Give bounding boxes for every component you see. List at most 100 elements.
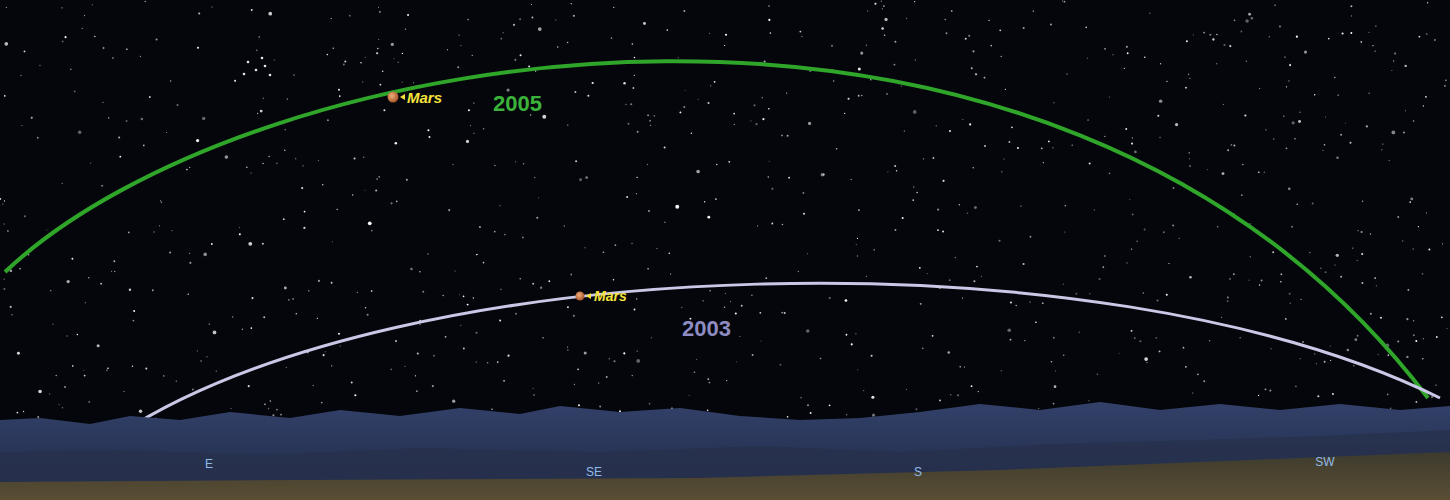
star — [1376, 285, 1377, 286]
star — [650, 125, 651, 126]
star — [1189, 158, 1190, 159]
star — [1280, 281, 1281, 282]
star — [260, 110, 263, 113]
star — [968, 35, 970, 37]
star — [1029, 301, 1030, 302]
star — [575, 160, 577, 162]
star — [916, 408, 918, 410]
star — [1272, 251, 1274, 253]
star — [681, 307, 682, 308]
star — [1064, 1, 1066, 3]
star — [886, 93, 887, 94]
star — [734, 124, 735, 125]
star — [1245, 19, 1249, 23]
star — [1426, 212, 1427, 213]
star — [1389, 160, 1390, 161]
star — [4, 278, 5, 279]
star — [422, 291, 424, 293]
star — [296, 313, 297, 314]
star — [248, 385, 250, 387]
star — [163, 375, 164, 376]
star — [152, 289, 154, 291]
star — [123, 391, 124, 392]
star — [1118, 353, 1119, 354]
star — [1381, 149, 1382, 150]
star — [475, 332, 477, 334]
star — [656, 248, 657, 249]
star — [829, 297, 831, 299]
star — [37, 416, 39, 418]
star — [433, 355, 435, 357]
star — [1030, 236, 1032, 238]
star — [251, 9, 253, 11]
star — [1207, 169, 1208, 170]
star — [1352, 248, 1353, 249]
star — [1166, 294, 1168, 296]
star — [1102, 266, 1104, 268]
star — [1324, 144, 1326, 146]
star — [603, 251, 605, 253]
star — [857, 255, 858, 256]
star — [247, 61, 250, 64]
star — [781, 312, 783, 314]
star — [1063, 355, 1064, 356]
star — [894, 64, 896, 66]
star — [615, 244, 617, 246]
star — [922, 348, 924, 350]
mars-dot — [576, 292, 585, 301]
star — [499, 320, 501, 322]
star — [1285, 318, 1287, 320]
star — [503, 32, 504, 33]
star — [689, 395, 690, 396]
star — [473, 133, 474, 134]
star — [1445, 80, 1446, 81]
star — [584, 352, 587, 355]
star — [1269, 36, 1270, 37]
star — [857, 369, 858, 370]
star — [1426, 33, 1428, 35]
star — [111, 271, 112, 272]
star — [1330, 360, 1331, 361]
star — [1188, 74, 1189, 75]
star — [352, 194, 353, 195]
star — [377, 48, 378, 49]
star — [844, 113, 845, 114]
star — [119, 156, 121, 158]
star — [197, 47, 199, 49]
star — [548, 280, 550, 282]
star — [407, 14, 409, 16]
star — [1301, 299, 1302, 300]
star — [806, 329, 810, 333]
star — [567, 349, 568, 350]
star — [632, 87, 634, 89]
star — [264, 65, 267, 68]
star — [132, 365, 133, 366]
star — [514, 59, 516, 61]
star — [379, 11, 381, 13]
star — [1185, 366, 1187, 368]
star — [304, 211, 306, 213]
star — [1259, 284, 1260, 285]
star — [501, 38, 503, 40]
star — [874, 249, 875, 250]
star — [1127, 52, 1129, 54]
star — [974, 206, 977, 209]
star — [567, 124, 568, 125]
star — [473, 297, 475, 299]
star — [770, 32, 772, 34]
star — [1051, 361, 1053, 363]
star — [972, 50, 974, 52]
star — [1244, 114, 1246, 116]
star — [338, 333, 340, 335]
star — [322, 184, 323, 185]
star — [1289, 64, 1291, 66]
star — [1053, 102, 1054, 103]
star — [114, 271, 116, 273]
star — [768, 19, 770, 21]
star — [1299, 111, 1301, 113]
star — [1442, 243, 1443, 244]
star — [476, 361, 477, 362]
star — [1296, 36, 1298, 38]
star — [1361, 253, 1363, 255]
star — [428, 136, 430, 138]
